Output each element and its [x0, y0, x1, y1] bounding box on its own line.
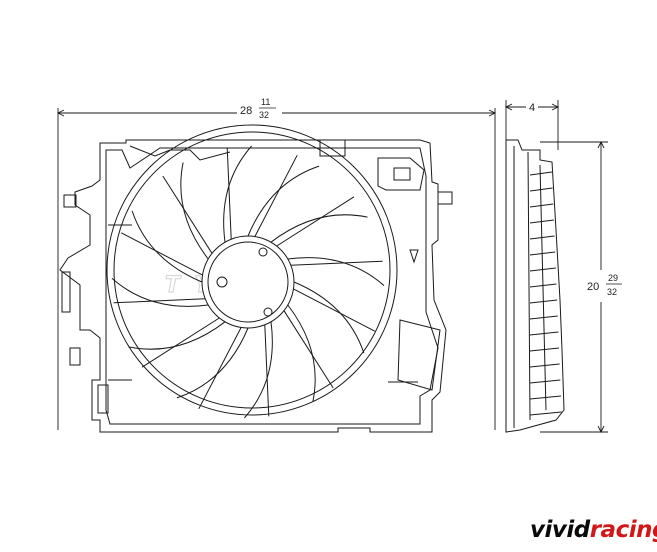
- height-numerator: 29: [608, 273, 618, 283]
- fan-blade: [131, 210, 203, 283]
- top-bracket: [319, 140, 346, 157]
- motor-bracket: [397, 319, 441, 391]
- fan-blades: [111, 145, 385, 419]
- side-rib: [529, 283, 557, 288]
- fan-hub-inner: [207, 241, 289, 323]
- side-rib: [529, 363, 560, 368]
- fan-blade: [180, 162, 209, 260]
- fan-blade: [111, 278, 209, 307]
- fan-blade-edge: [283, 310, 334, 389]
- logo-text-part1: vivid: [530, 517, 590, 543]
- side-rib: [529, 411, 562, 416]
- height-denominator: 32: [607, 287, 617, 297]
- fan-outer-ring: [106, 124, 398, 416]
- fan: [106, 124, 398, 419]
- fan-blade: [287, 257, 385, 286]
- width-dimension: [56, 108, 497, 430]
- fan-blade: [270, 214, 368, 243]
- shroud-inner-outline: [105, 147, 439, 425]
- side-rib: [529, 203, 554, 208]
- width-denominator: 32: [259, 110, 269, 120]
- height-whole: 20: [587, 281, 599, 293]
- shroud-front-view: [59, 139, 453, 433]
- fan-blade: [128, 321, 226, 350]
- fan-blade-edge: [264, 324, 270, 417]
- side-rib: [529, 219, 554, 224]
- side-rib: [529, 235, 555, 240]
- side-outline: [505, 139, 565, 433]
- fan-blade-edge: [120, 232, 203, 276]
- fan-blade-edge: [113, 298, 206, 304]
- side-rib: [529, 171, 553, 176]
- fan-blade-edge: [254, 154, 298, 237]
- connector-pin: [393, 167, 411, 181]
- fan-blade: [244, 321, 273, 419]
- fan-blade-edge: [276, 196, 355, 247]
- fan-blade: [247, 165, 320, 237]
- hub-bolt-left: [216, 276, 228, 288]
- vividracing-logo: vividracing: [530, 512, 657, 548]
- fan-blade-edge: [162, 175, 213, 254]
- arrow-marker: [409, 249, 419, 264]
- side-rib: [529, 347, 560, 352]
- fan-blade-edge: [293, 288, 376, 332]
- logo-text-part2: racing: [589, 517, 657, 543]
- fan-blade-edge: [198, 327, 242, 410]
- side-rib: [529, 379, 561, 384]
- fan-blade: [176, 327, 249, 399]
- right-tab: [438, 191, 453, 205]
- fan-hub: [201, 235, 295, 329]
- connector-housing: [377, 157, 425, 191]
- side-rib: [529, 315, 558, 320]
- side-rib: [529, 395, 562, 400]
- fan-blade: [223, 145, 252, 243]
- fan-blade: [287, 304, 316, 402]
- fan-blade-edge: [290, 260, 383, 266]
- fan-blade-edge: [141, 317, 220, 368]
- shroud-outline: [59, 139, 447, 433]
- width-numerator: 11: [261, 97, 270, 107]
- side-rib: [529, 331, 559, 336]
- side-rib: [529, 267, 556, 272]
- side-ribs: [529, 171, 562, 416]
- height-dimension: [540, 140, 608, 434]
- left-tab-top: [63, 194, 77, 208]
- side-rib: [529, 251, 556, 256]
- left-tab-mid: [61, 271, 71, 313]
- width-whole: 28: [240, 105, 252, 117]
- hub-bolt-top: [258, 247, 268, 257]
- depth-whole: 4: [529, 102, 535, 114]
- side-rib: [529, 299, 558, 304]
- fan-blade: [293, 281, 365, 354]
- side-view: [505, 139, 565, 433]
- left-tab-bottom: [97, 384, 109, 414]
- hub-bolt-bottom: [263, 307, 273, 317]
- fan-blade-edge: [226, 147, 232, 240]
- side-rib: [529, 187, 553, 192]
